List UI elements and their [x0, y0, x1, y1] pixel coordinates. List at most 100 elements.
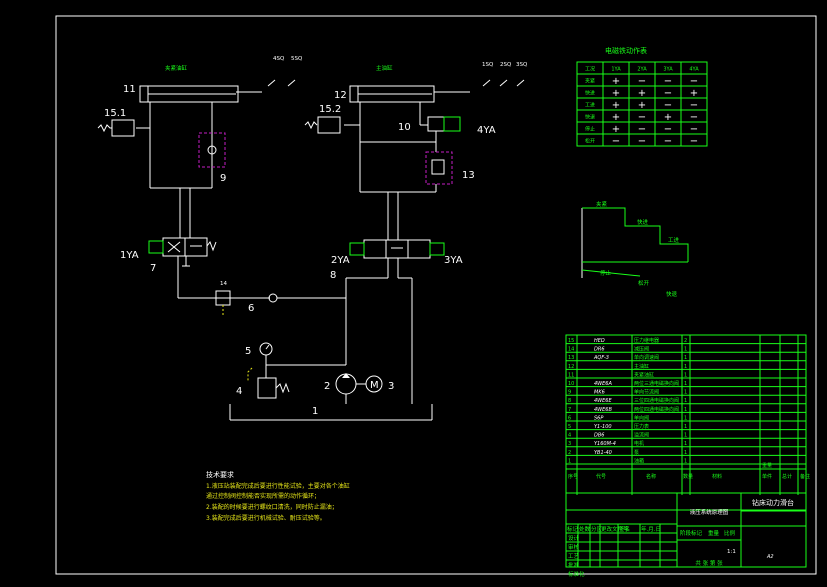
- callout-15-1: 15.1: [104, 108, 126, 119]
- parts-row-qty: 1: [684, 450, 687, 456]
- parts-row-index: 12: [568, 364, 574, 370]
- parts-row-code: S6P: [594, 415, 603, 421]
- parts-row-qty: 2: [684, 338, 687, 344]
- main-cylinder-title: 主油缸: [376, 64, 393, 72]
- parts-row-name: 单向阀: [634, 414, 649, 421]
- callout-13: 13: [462, 170, 475, 181]
- limit-switch-group-left: [267, 79, 296, 87]
- solenoid-cell: 夹紧: [585, 78, 595, 85]
- clamp-cylinder-title: 夹紧油缸: [165, 64, 188, 72]
- notes-heading: 技术要求: [206, 470, 234, 479]
- solenoid-cell: −: [690, 100, 698, 111]
- directional-valve-7: [148, 237, 217, 267]
- parts-row-index: 15: [568, 338, 574, 344]
- paper-size: A2: [766, 554, 774, 560]
- solenoid-cell: −: [638, 124, 646, 135]
- parts-row-index: 4: [568, 433, 571, 439]
- solenoid-header-cell: 2YA: [637, 67, 647, 73]
- solenoid-header-cell: 工况: [585, 67, 595, 73]
- stage-label: 重量: [708, 529, 720, 537]
- parts-header-cell: 数量: [683, 473, 693, 480]
- solenoid-cell: −: [690, 124, 698, 135]
- parts-row-qty: 1: [684, 364, 687, 370]
- parts-row-qty: 1: [684, 415, 687, 421]
- solenoid-cell: +: [638, 88, 646, 99]
- drawing-title: 液压系统原理图: [690, 508, 729, 516]
- parts-row-index: 10: [568, 381, 574, 387]
- parts-row-qty: 1: [684, 390, 687, 396]
- solenoid-cell: −: [664, 88, 672, 99]
- solenoid-cell: −: [664, 100, 672, 111]
- parts-row-code: MK6: [594, 390, 605, 396]
- parts-row-index: 9: [568, 390, 571, 396]
- parts-row-qty: 1: [684, 398, 687, 404]
- parts-row-name: 压力继电器: [634, 337, 659, 344]
- parts-header-cell: 备注: [800, 473, 810, 480]
- throttle-valve-9: [198, 132, 226, 168]
- solenoid-cell: −: [638, 112, 646, 123]
- solenoid-cell: 停止: [585, 126, 595, 133]
- role-label: 标准化: [568, 570, 585, 578]
- solenoid-cell: +: [690, 88, 698, 99]
- solenoid-header-cell: 3YA: [663, 67, 673, 73]
- parts-row-name: 两位三通电磁换向阀: [634, 380, 679, 387]
- solenoid-cell: 快进: [585, 90, 595, 97]
- solenoid-cell: +: [612, 124, 620, 135]
- parts-row-index: 14: [568, 347, 574, 353]
- parts-row-name: 电机: [634, 440, 644, 447]
- callout-3ya: 3YA: [444, 255, 463, 266]
- parts-row-index: 5: [568, 424, 571, 430]
- callout-3: 3: [388, 381, 394, 392]
- callout-6: 6: [248, 303, 254, 314]
- cycle-step-label: 停止: [600, 269, 612, 277]
- check-valve-6: [268, 293, 278, 303]
- parts-row-name: 主油缸: [634, 363, 649, 370]
- clamp-cylinder: [139, 85, 262, 103]
- motor-label: M: [370, 380, 379, 391]
- parts-row-index: 7: [568, 407, 571, 413]
- parts-row-qty: 1: [684, 433, 687, 439]
- parts-row-code: 4WE6E: [594, 398, 612, 404]
- limit-switch-5sq: 5SQ: [291, 56, 303, 62]
- machine-name: 钻床动力滑台: [752, 498, 794, 507]
- directional-valve-10: [420, 116, 461, 132]
- limit-switch-group-right: [482, 79, 525, 87]
- parts-row-code: Y1-100: [594, 424, 612, 430]
- callout-8: 8: [330, 270, 336, 281]
- cycle-step-label: 工进: [668, 236, 680, 244]
- parts-row-code: 4WE6A: [594, 381, 612, 387]
- parts-weight-label: 重量: [762, 462, 772, 469]
- parts-row-code: DR6: [594, 347, 605, 353]
- callout-10: 10: [398, 122, 411, 133]
- cycle-step-label: 夹紧: [596, 200, 608, 208]
- parts-row-index: 6: [568, 415, 571, 421]
- solenoid-cell: +: [612, 76, 620, 87]
- callout-15-2: 15.2: [319, 104, 341, 115]
- parts-row-index: 13: [568, 355, 574, 361]
- parts-row-qty: 1: [684, 372, 687, 378]
- parts-row-index: 2: [568, 450, 571, 456]
- revision-label: 年.月.日: [641, 525, 661, 533]
- oil-tank-1: [229, 404, 433, 421]
- parts-row-name: 泵: [634, 450, 639, 456]
- relief-valve-4: [257, 377, 277, 399]
- callout-12: 12: [334, 90, 347, 101]
- sheet-border: [55, 15, 817, 575]
- callout-11: 11: [123, 84, 136, 95]
- parts-row-qty: 1: [684, 424, 687, 430]
- solenoid-cell: +: [638, 100, 646, 111]
- stage-label: 比例: [724, 529, 736, 537]
- callout-1: 1: [312, 406, 318, 417]
- parts-row-name: 两位四通电磁换向阀: [634, 406, 679, 413]
- limit-switch-3sq: 3SQ: [516, 62, 528, 68]
- parts-row-index: 11: [568, 372, 574, 378]
- solenoid-cell: −: [664, 124, 672, 135]
- parts-row-qty: 1: [684, 407, 687, 413]
- parts-row-qty: 1: [684, 381, 687, 387]
- solenoid-cell: 工进: [585, 102, 595, 109]
- parts-header-cell: 单件: [762, 473, 772, 480]
- solenoid-cell: −: [638, 76, 646, 87]
- parts-row-name: 压力表: [634, 423, 649, 430]
